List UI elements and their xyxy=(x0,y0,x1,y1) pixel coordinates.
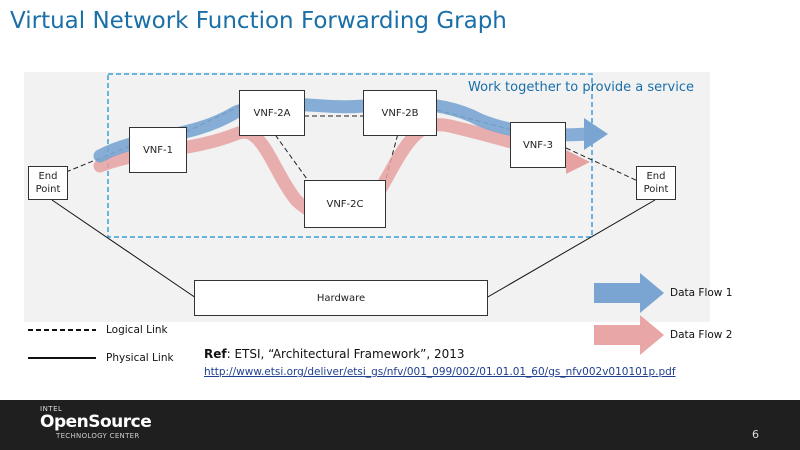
data-flow-2-arrowhead xyxy=(566,150,590,174)
data-flow-1-legend-arrow xyxy=(594,273,664,313)
hardware-label: Hardware xyxy=(316,292,366,304)
logical-link-legend-label: Logical Link xyxy=(106,324,168,336)
reference-citation: : ETSI, “Architectural Framework”, 2013 xyxy=(226,347,465,361)
reference-label: Ref xyxy=(204,347,227,361)
data-flow-2-legend-label: Data Flow 2 xyxy=(670,329,733,341)
physical-link-left xyxy=(51,199,197,299)
logo-intel-text: INTEL xyxy=(40,405,63,413)
vnf-2a-label: VNF-2A xyxy=(253,107,291,119)
logo-technology-center-text: TECHNOLOGY CENTER xyxy=(56,432,140,440)
hardware-box: Hardware xyxy=(194,280,488,316)
page-number: 6 xyxy=(752,428,759,441)
vnf-1-box: VNF-1 xyxy=(129,127,187,173)
service-label: Work together to provide a service xyxy=(468,80,694,95)
vnf-2b-box: VNF-2B xyxy=(363,90,437,136)
slide-title: Virtual Network Function Forwarding Grap… xyxy=(10,8,507,34)
vnf-3-box: VNF-3 xyxy=(510,122,566,168)
data-flow-1-arrowhead xyxy=(584,118,608,150)
vnf-2b-label: VNF-2B xyxy=(381,107,419,119)
end-point-right-box: End Point xyxy=(636,166,676,200)
reference-text: Ref: ETSI, “Architectural Framework”, 20… xyxy=(204,347,465,361)
vnf-1-label: VNF-1 xyxy=(142,144,174,156)
logo-opensource-text: OpenSource xyxy=(40,412,152,432)
end-point-left-label: End Point xyxy=(35,171,61,195)
data-flow-1-legend-label: Data Flow 1 xyxy=(670,287,733,299)
physical-link-right xyxy=(485,199,656,299)
end-point-left-box: End Point xyxy=(28,166,68,200)
physical-link-legend-label: Physical Link xyxy=(106,352,174,364)
vnf-3-label: VNF-3 xyxy=(522,139,554,151)
footer-bar: INTEL OpenSource TECHNOLOGY CENTER 6 xyxy=(0,400,800,450)
reference-link[interactable]: http://www.etsi.org/deliver/etsi_gs/nfv/… xyxy=(204,366,676,378)
vnf-2a-box: VNF-2A xyxy=(239,90,305,136)
data-flow-2-legend-arrow xyxy=(594,315,664,355)
vnf-2c-box: VNF-2C xyxy=(304,180,386,228)
end-point-right-label: End Point xyxy=(643,171,669,195)
vnf-2c-label: VNF-2C xyxy=(326,198,364,210)
